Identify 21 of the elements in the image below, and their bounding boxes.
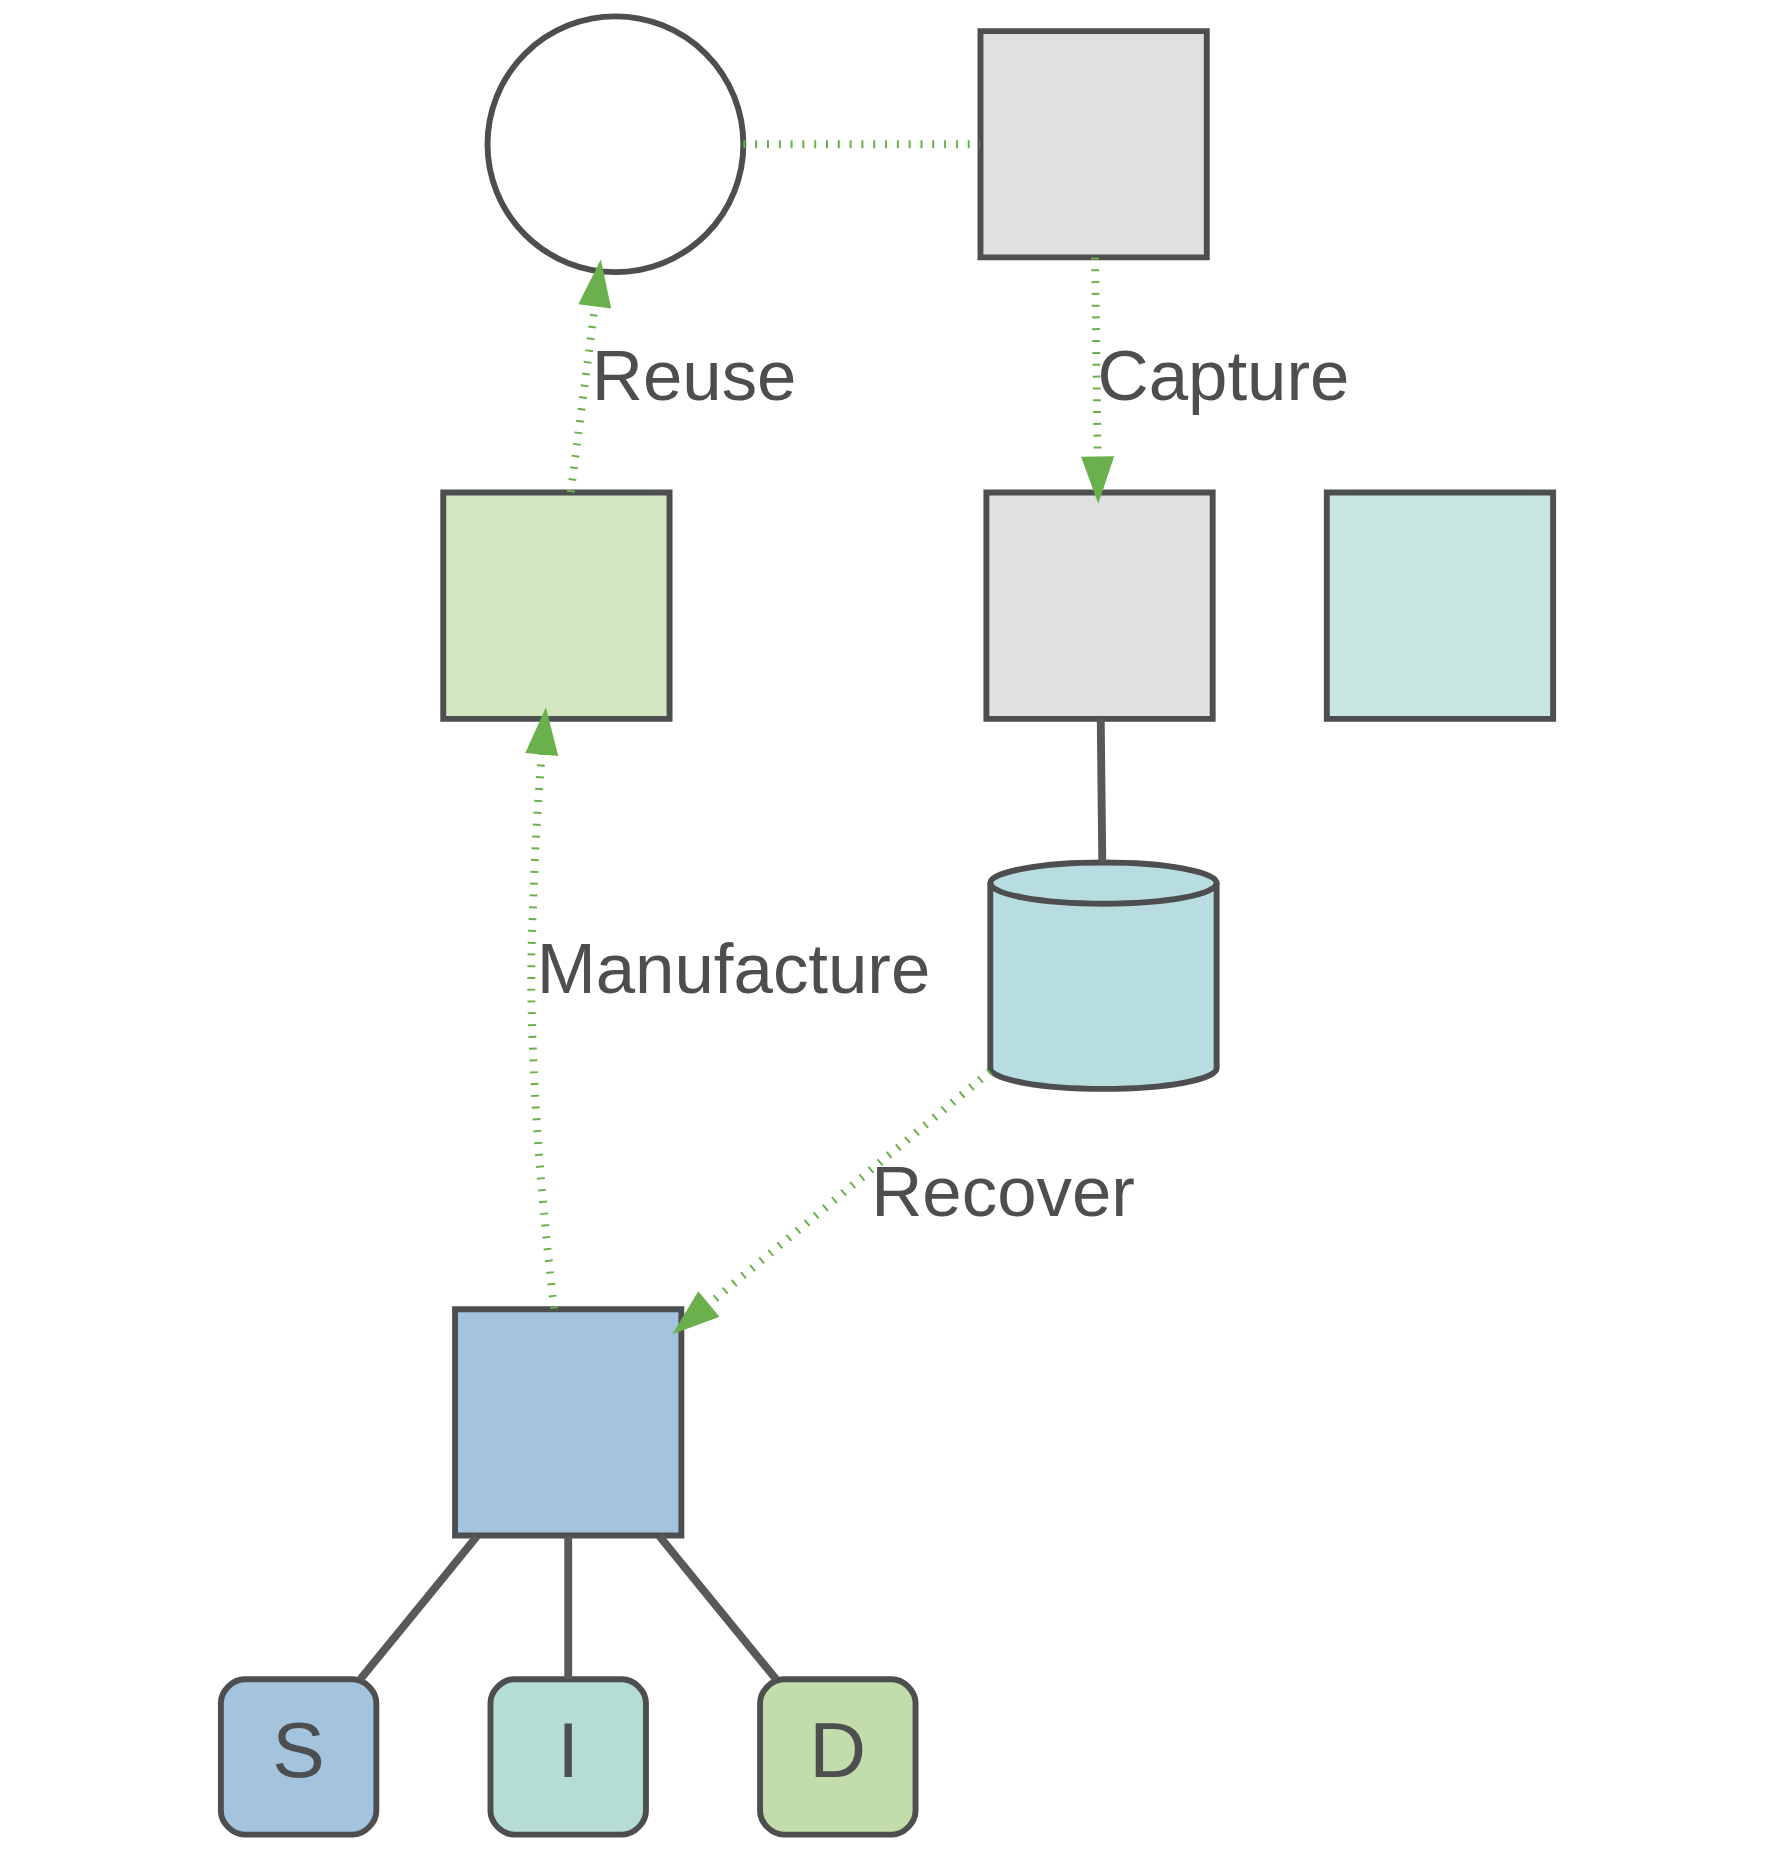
edge-label: Manufacture <box>536 929 931 1008</box>
node-box: I <box>487 1676 649 1838</box>
node-box <box>977 28 1210 261</box>
node-box <box>440 489 673 722</box>
arrow <box>672 1068 993 1335</box>
node-box <box>983 489 1216 722</box>
arrow <box>566 259 612 493</box>
edge-label: Recover <box>871 1152 1135 1232</box>
connector <box>564 1536 573 1680</box>
edge-label: Reuse <box>591 335 797 415</box>
connector <box>357 1533 480 1682</box>
edge-label: Capture <box>1097 335 1350 415</box>
node-box: D <box>757 1676 919 1838</box>
node-circle <box>484 13 747 276</box>
node-box <box>452 1306 685 1539</box>
connector <box>1096 718 1107 863</box>
arrow <box>525 707 559 1310</box>
node-box <box>1323 489 1557 722</box>
node-box: S <box>217 1676 380 1838</box>
arrow <box>1081 257 1115 504</box>
connector <box>656 1533 779 1682</box>
